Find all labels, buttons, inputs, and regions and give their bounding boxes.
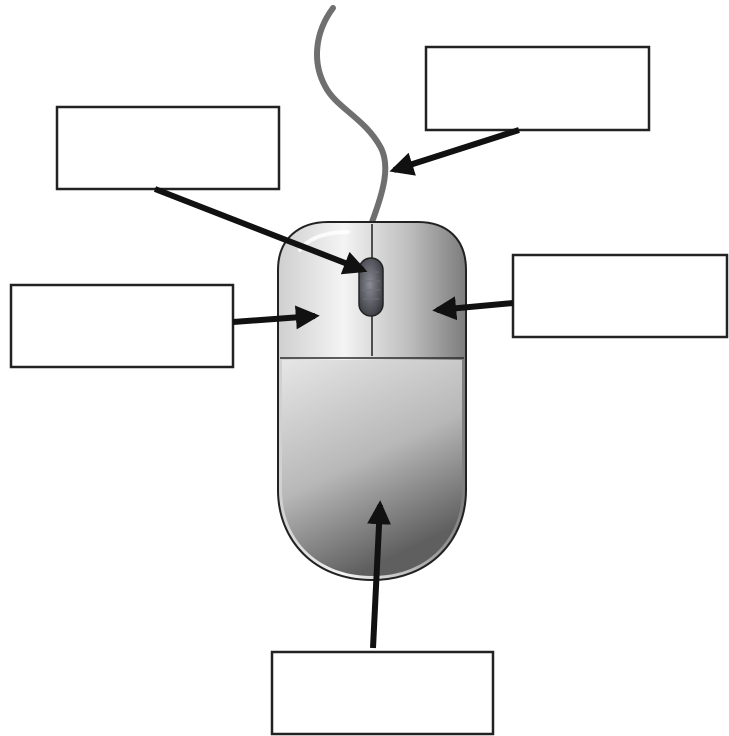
scroll-wheel-ridges [362,271,380,300]
arrow-to-left-button [232,305,320,330]
label-box-cable[interactable] [424,45,651,132]
label-box-left-button[interactable] [9,283,235,369]
label-box-right-button[interactable] [511,253,729,339]
arrow-to-scroll-wheel [153,186,368,275]
arrow-to-cable [389,127,520,176]
mouse-palm [282,360,462,576]
label-box-scroll-wheel[interactable] [55,105,281,191]
mouse-cable [314,5,389,225]
label-box-body[interactable] [270,650,495,736]
arrow-to-right-button [432,296,514,321]
arrow-to-body [367,500,392,649]
